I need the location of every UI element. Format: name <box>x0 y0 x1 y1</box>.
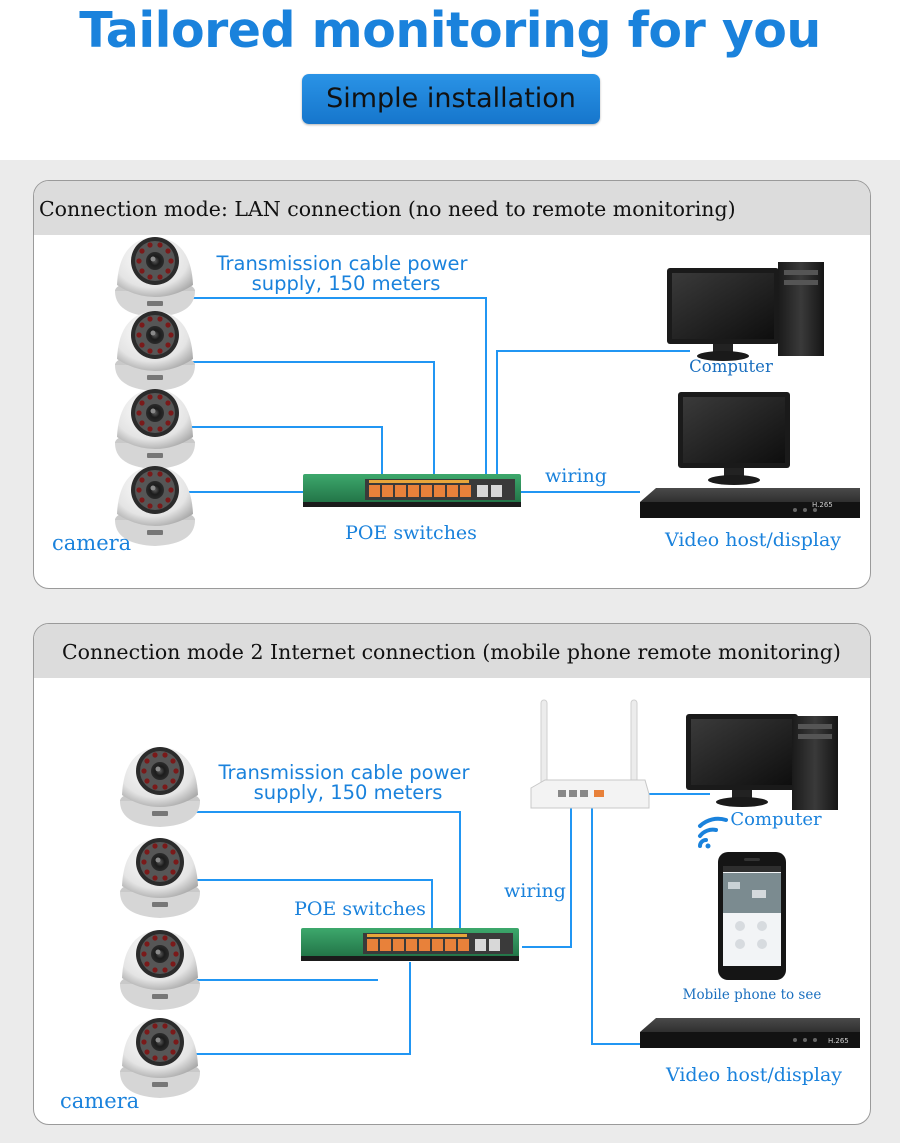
display-monitor-icon <box>678 392 790 485</box>
camera-icon <box>120 747 200 827</box>
computer-tower-icon <box>792 716 838 810</box>
mobile-phone-icon <box>718 852 786 980</box>
wifi-icon <box>698 816 728 849</box>
simple-installation-badge: Simple installation <box>302 74 600 124</box>
computer-label: Computer <box>730 809 822 830</box>
camera-label: camera <box>60 1089 139 1113</box>
computer-tower-icon <box>778 262 824 356</box>
cable-label: supply, 150 meters <box>254 781 443 804</box>
panel2-cables <box>195 793 710 1055</box>
poe-switch-icon <box>303 474 521 507</box>
router-icon <box>530 699 650 809</box>
camera-icon <box>115 311 195 391</box>
camera-icon <box>120 1018 200 1098</box>
display-monitor-icon <box>640 1018 860 1048</box>
panel-heading: Connection mode 2 Internet connection (m… <box>34 624 870 678</box>
nvr-badge: H.265 <box>828 1037 849 1045</box>
cable-label: Transmission cable power <box>217 761 470 784</box>
panel-heading: Connection mode: LAN connection (no need… <box>34 181 870 235</box>
wiring-label: wiring <box>545 465 607 487</box>
cable-label: Transmission cable power <box>215 252 468 275</box>
switch-label: POE switches <box>294 898 426 920</box>
computer-monitor-icon <box>667 268 779 361</box>
camera-icon <box>115 389 195 469</box>
cable-label: supply, 150 meters <box>252 272 441 295</box>
page-title: Tailored monitoring for you <box>79 2 821 59</box>
camera-icon <box>115 237 195 317</box>
nvr-label: Video host/display <box>664 529 841 551</box>
panel1-cables <box>188 297 690 493</box>
computer-label: Computer <box>689 357 773 376</box>
wiring-label: wiring <box>504 880 566 902</box>
camera-icon <box>120 930 200 1010</box>
nvr-label: Video host/display <box>665 1064 842 1086</box>
switch-label: POE switches <box>345 522 477 544</box>
phone-label: Mobile phone to see <box>683 987 822 1003</box>
camera-icon <box>120 838 200 918</box>
camera-label: camera <box>52 531 131 555</box>
nvr-badge: H.265 <box>812 501 833 509</box>
poe-switch-icon <box>301 928 519 961</box>
